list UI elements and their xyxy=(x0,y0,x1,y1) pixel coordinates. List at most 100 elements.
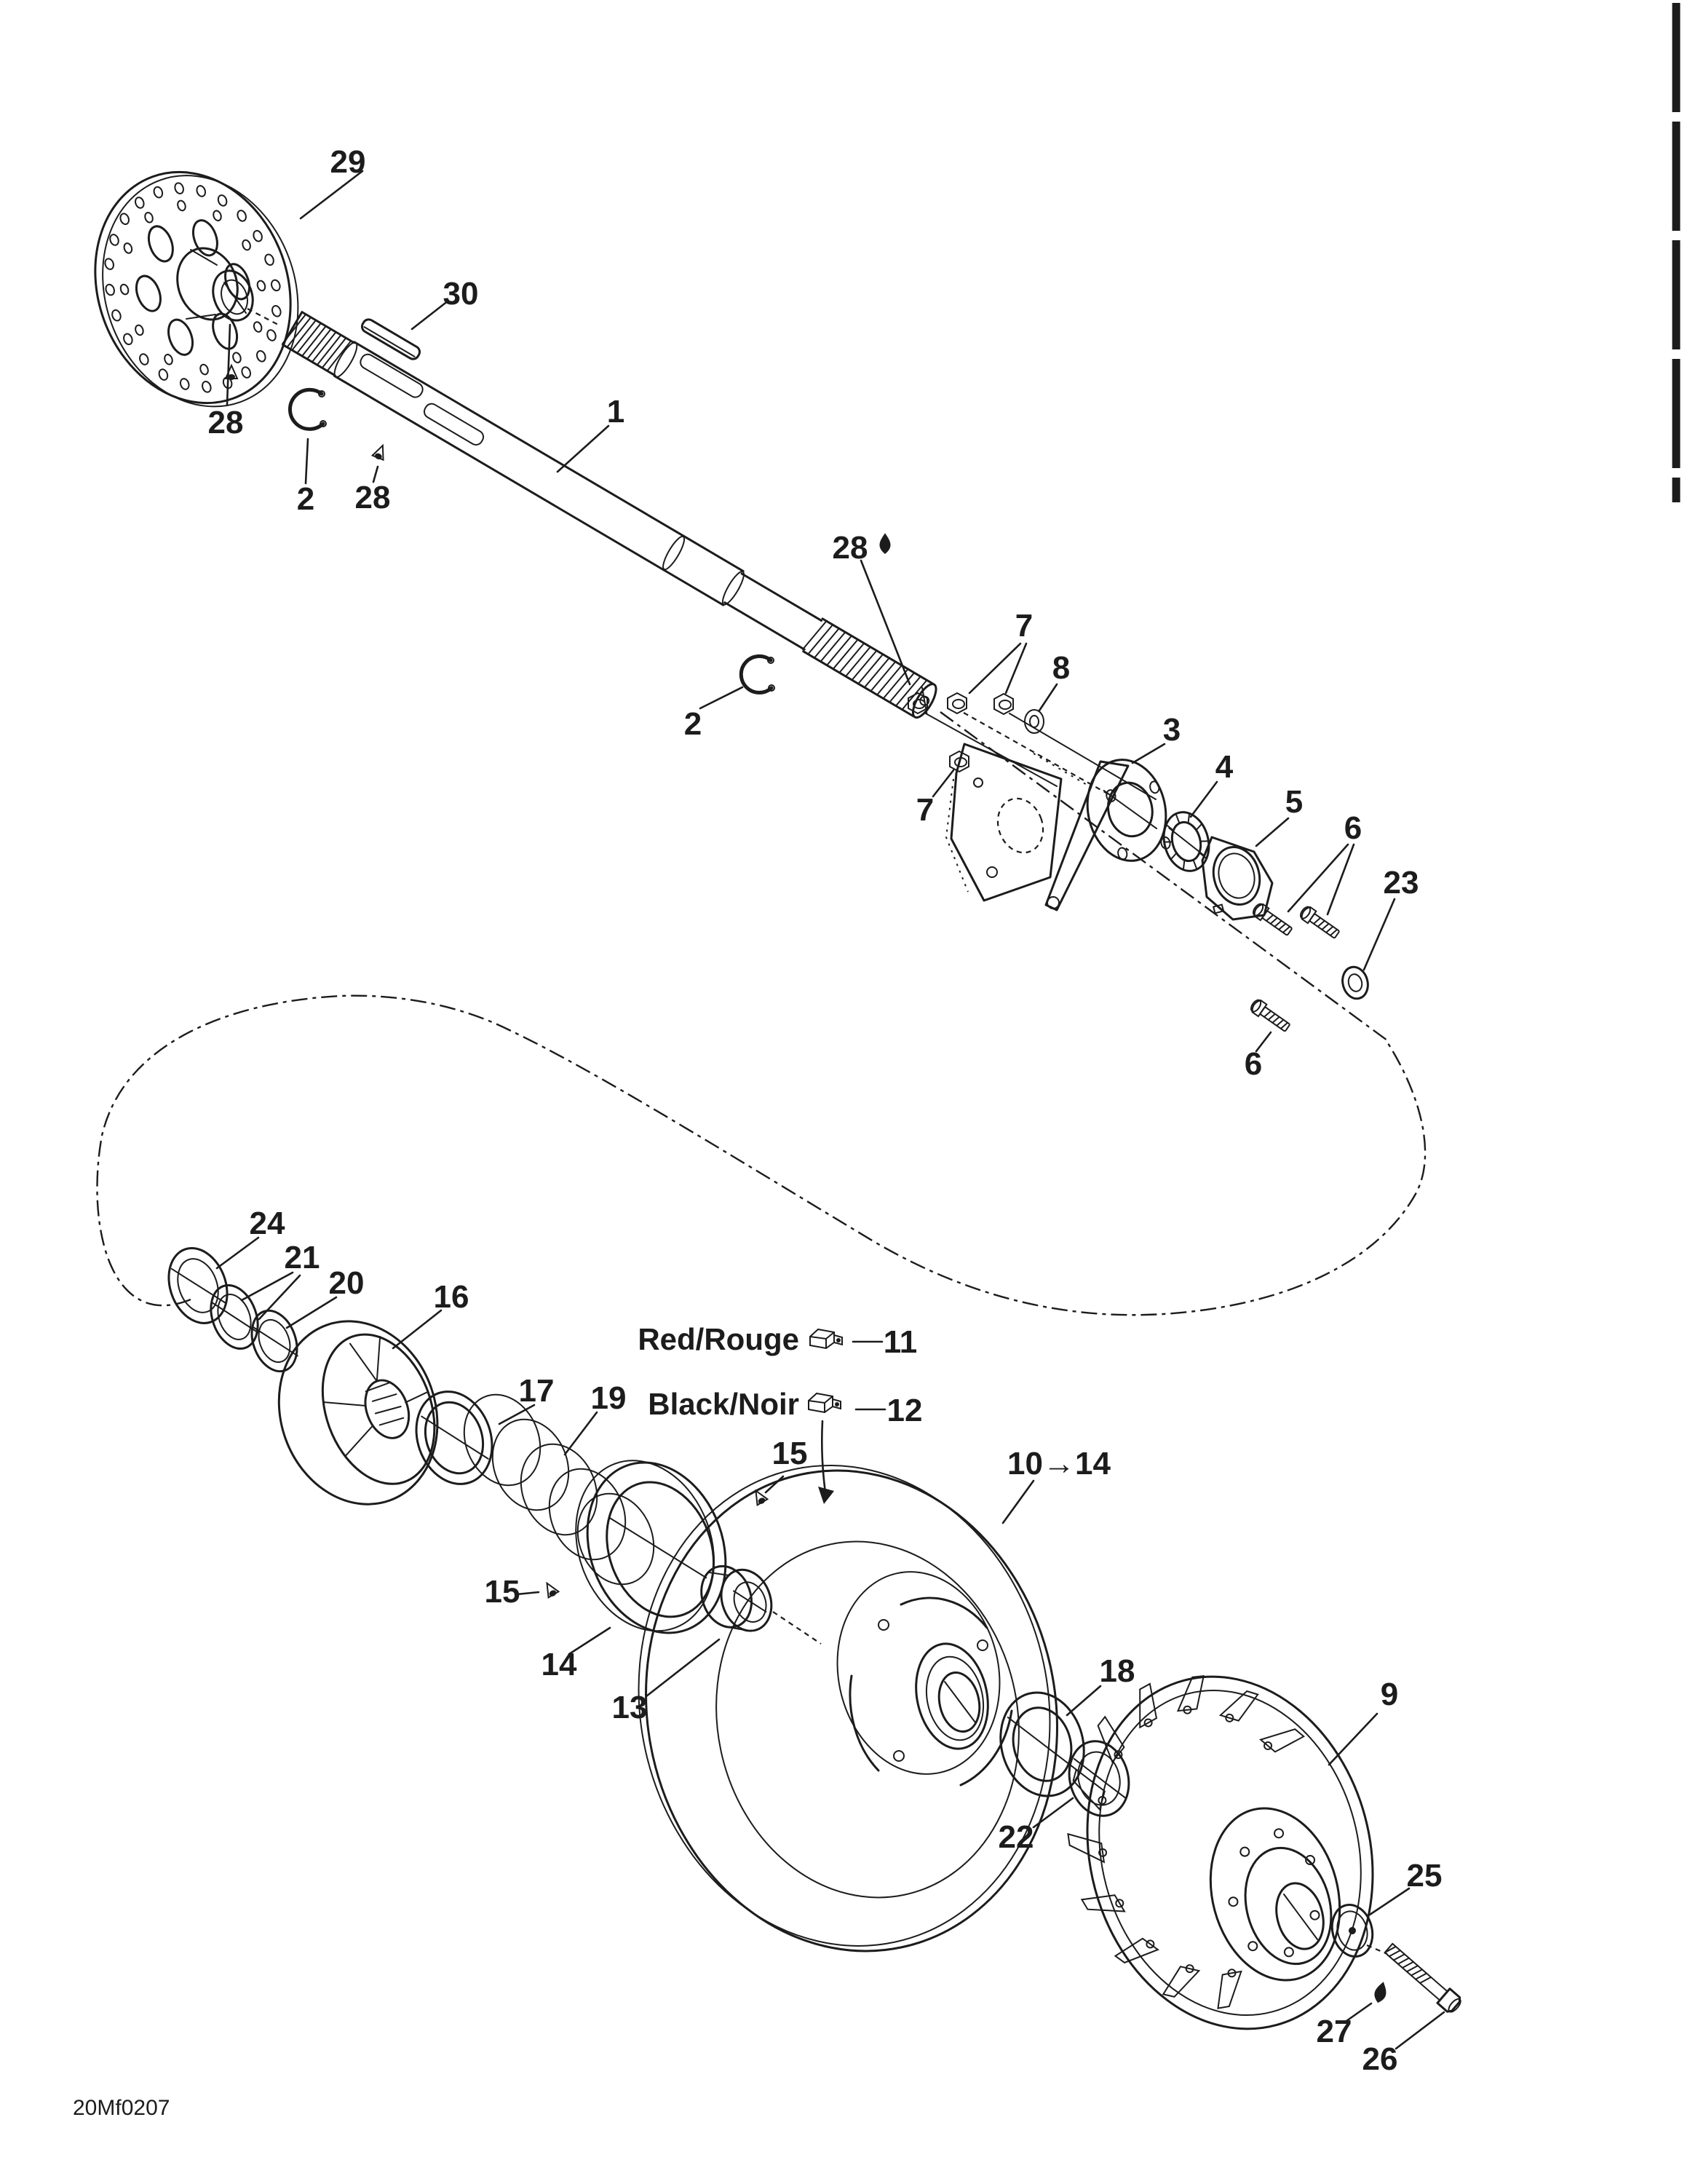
spline-tooth xyxy=(827,636,852,665)
ball-bearing xyxy=(1162,811,1210,872)
callout-3: 3 xyxy=(1163,712,1181,748)
spline-tooth xyxy=(833,640,858,669)
washer-25 xyxy=(1330,1904,1374,1958)
spring-coil xyxy=(576,1492,655,1586)
wheel-vane-rivet xyxy=(1146,1939,1155,1949)
bearing-housing-flange xyxy=(1201,836,1274,921)
disc-vent-hole xyxy=(179,378,190,390)
support-bracket xyxy=(945,743,1092,902)
callout-12: 12 xyxy=(887,1393,923,1428)
hub-bolt-hole xyxy=(1239,1846,1250,1857)
disc-vent-hole xyxy=(196,185,207,197)
disc-vent-hole xyxy=(123,333,133,346)
spline-tooth xyxy=(852,651,877,680)
disc-vent-hole xyxy=(111,309,122,322)
wheel-vane-rivet xyxy=(1227,1969,1237,1978)
hub-bolt-hole xyxy=(1283,1947,1294,1958)
disc-vent-hole xyxy=(119,213,130,226)
callout-28: 28 xyxy=(355,480,391,515)
disc-vent-hole xyxy=(158,368,169,381)
flange-screw xyxy=(1247,997,1293,1035)
legend-red-label: Red/Rouge xyxy=(638,1322,799,1356)
bolt-thread xyxy=(1415,1972,1428,1980)
callout-20: 20 xyxy=(329,1265,365,1301)
disc-vent-hole xyxy=(271,305,282,317)
brake-caliper-arm xyxy=(1044,760,1130,911)
spline-tooth xyxy=(301,325,327,357)
callout-7: 7 xyxy=(1015,608,1033,644)
bearing-ball-tick xyxy=(1200,840,1209,842)
spline-tooth xyxy=(870,662,896,691)
axis-dash xyxy=(1366,1944,1388,1955)
callout-28: 28 xyxy=(833,530,868,566)
lock-washer-23 xyxy=(1341,965,1369,1000)
disc-lightening-hole xyxy=(147,225,174,263)
callout-24: 24 xyxy=(250,1206,285,1241)
disc-vent-hole xyxy=(256,280,266,292)
callout-15: 15 xyxy=(772,1436,808,1471)
disc-vent-hole xyxy=(177,199,186,212)
callout-28: 28 xyxy=(208,405,244,440)
callout-8: 8 xyxy=(1052,650,1070,686)
disc-vent-hole xyxy=(109,234,119,246)
disc-vent-hole xyxy=(253,229,263,242)
spline-tooth xyxy=(282,314,306,345)
thrust-washer-24 xyxy=(167,1247,229,1324)
wheel-vane-rivet xyxy=(1264,1741,1273,1750)
spline-tooth xyxy=(327,341,352,371)
disc-vent-hole xyxy=(123,242,133,254)
spring-coil xyxy=(520,1443,598,1536)
color-legend xyxy=(808,1329,886,1504)
callout-29: 29 xyxy=(330,144,366,180)
spline-tooth xyxy=(801,621,827,650)
wheel-vane-rivet xyxy=(1115,1899,1124,1908)
spline-tooth xyxy=(312,331,336,363)
disc-lightening-hole xyxy=(191,219,218,257)
disc-vent-hole xyxy=(199,363,209,376)
hub-bolt-hole xyxy=(1247,1941,1258,1952)
stud-line xyxy=(924,712,1058,787)
spline-tooth xyxy=(291,320,317,351)
bearing-ball-tick xyxy=(1196,823,1202,831)
spline-tooth xyxy=(846,647,870,676)
callout-18: 18 xyxy=(1100,1653,1135,1689)
callout-22: 22 xyxy=(999,1819,1034,1855)
spline-tooth xyxy=(287,317,312,348)
small-washer xyxy=(1024,709,1044,734)
lock-nut xyxy=(947,692,967,714)
callout-21: 21 xyxy=(285,1240,320,1275)
bearing-ball-tick xyxy=(1170,852,1177,860)
black-slider-block-icon xyxy=(808,1393,841,1413)
spline-tooth xyxy=(808,625,833,654)
bolt-thread xyxy=(1419,1976,1432,1985)
circlip-rear-ear xyxy=(768,684,775,692)
wheel-vane-rivet xyxy=(1183,1705,1192,1714)
wheel-vane xyxy=(1080,1894,1126,1912)
set-screw-seat xyxy=(541,1579,560,1600)
spring-coil xyxy=(463,1393,542,1487)
disc-vent-hole xyxy=(135,197,145,209)
spline-tooth xyxy=(322,338,346,368)
spline-tooth xyxy=(820,632,846,662)
callout-labels: 29 30 28 2 28 1 28 2 7 8 7 3 4 5 6 23 6 … xyxy=(208,144,1443,2077)
lock-nut xyxy=(993,693,1014,715)
disc-vent-hole xyxy=(253,321,263,333)
ventilated-sheave-wheel xyxy=(1067,1675,1374,2030)
callout-10-14: 10→14 xyxy=(1007,1446,1111,1481)
bearing-ball-tick xyxy=(1187,813,1191,823)
callout-23: 23 xyxy=(1384,865,1419,901)
wheel-vane-rivet xyxy=(1098,1795,1107,1805)
hex-bolt xyxy=(1384,1942,1461,2013)
bolt-thread xyxy=(1410,1969,1424,1977)
spline-tooth xyxy=(865,658,889,687)
disc-vent-hole xyxy=(174,182,184,194)
disc-vent-hole xyxy=(105,283,115,296)
disc-vent-hole xyxy=(139,353,149,365)
disc-vent-hole xyxy=(256,349,266,363)
spline-tooth xyxy=(839,644,864,673)
set-screw-key xyxy=(370,442,389,462)
spline-tooth xyxy=(317,334,341,365)
callout-16: 16 xyxy=(434,1279,469,1315)
callout-27: 27 xyxy=(1317,2014,1352,2049)
callout-30: 30 xyxy=(443,276,479,312)
